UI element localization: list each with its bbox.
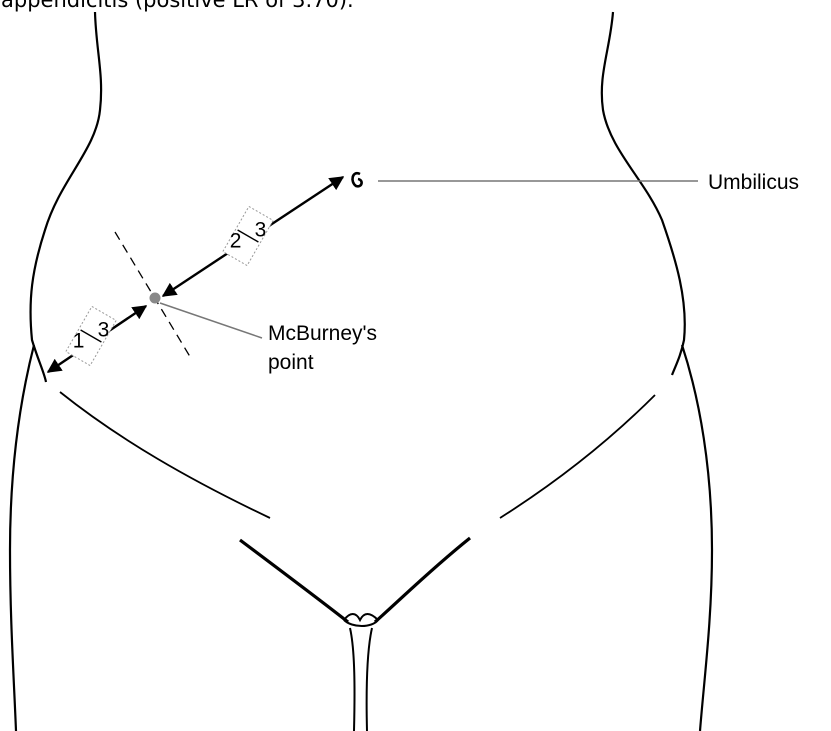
groin-left-contour (240, 540, 348, 622)
groin-right-contour (375, 538, 470, 622)
fraction-two-thirds-numerator: 2 (230, 230, 242, 253)
fraction-one-third-numerator: 1 (73, 330, 85, 353)
fraction-one-third-denominator: 3 (98, 318, 110, 341)
mcburney-label-line1: McBurney's (268, 322, 377, 345)
left-inguinal-line (60, 392, 270, 518)
fraction-two-thirds-denominator: 3 (255, 218, 267, 241)
umbilicus-label: Umbilicus (708, 171, 799, 194)
left-leg-outline (10, 345, 34, 731)
mcburney-leader-line (160, 303, 262, 338)
fraction-two-thirds: 2 3 (218, 204, 277, 268)
inner-thigh-left (350, 628, 355, 731)
mcburney-point-dot (150, 293, 161, 304)
right-leg-outline (682, 345, 712, 731)
groin-fold (344, 614, 378, 626)
torso-right-outline (602, 12, 685, 375)
umbilicus-mark (353, 173, 362, 186)
inner-thigh-right (367, 628, 372, 731)
right-inguinal-line (500, 395, 655, 518)
mcburney-label-line2: point (268, 351, 314, 374)
